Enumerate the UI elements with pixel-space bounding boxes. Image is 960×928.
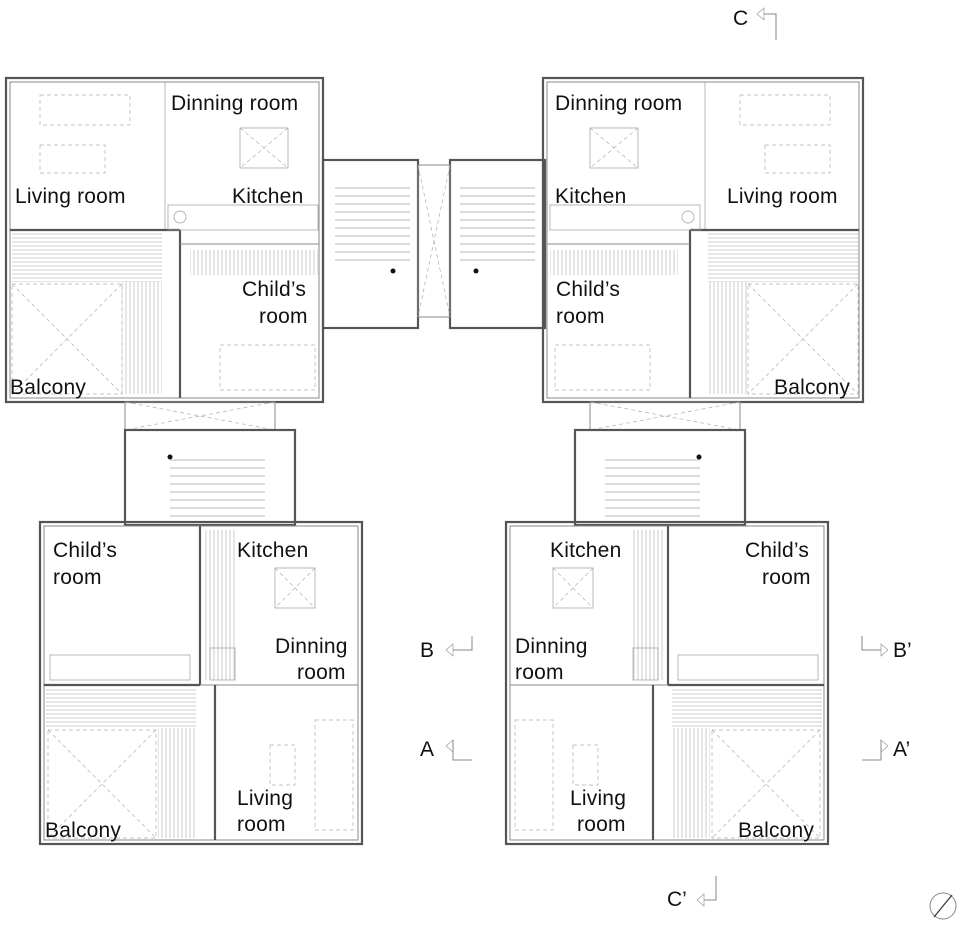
label-dining-room-line2: room xyxy=(515,661,564,684)
label-living-room-line2: room xyxy=(577,813,626,836)
label-childs-room-line1: Child’s xyxy=(556,278,620,301)
svg-text:C’: C’ xyxy=(667,888,687,911)
label-childs-room-line2: room xyxy=(762,566,811,589)
label-balcony: Balcony xyxy=(45,819,121,842)
label-dining-room-line2: room xyxy=(297,661,346,684)
label-living-room-line2: room xyxy=(237,813,286,836)
stair-core-top xyxy=(321,158,547,330)
label-childs-room-line1: Child’s xyxy=(53,539,117,562)
svg-text:B: B xyxy=(420,639,434,662)
north-arrow-icon xyxy=(929,892,957,920)
svg-text:B’: B’ xyxy=(893,639,912,662)
unit-bottom-right xyxy=(504,520,830,846)
section-mark-b-prime: B’ xyxy=(861,636,912,662)
stair-core-right xyxy=(573,401,747,527)
unit-top-right xyxy=(541,76,865,404)
stair-core-left xyxy=(123,401,297,527)
label-kitchen: Kitchen xyxy=(555,185,626,208)
section-mark-a-prime: A’ xyxy=(862,738,910,761)
label-balcony: Balcony xyxy=(10,376,86,399)
label-dining-room-line1: Dinning xyxy=(275,635,348,658)
label-childs-room-line2: room xyxy=(259,305,308,328)
svg-text:C: C xyxy=(733,7,748,30)
section-mark-c: C xyxy=(733,7,777,40)
label-dining-room-line1: Dinning xyxy=(515,635,588,658)
label-kitchen: Kitchen xyxy=(232,185,303,208)
label-kitchen: Kitchen xyxy=(550,539,621,562)
section-mark-a: A xyxy=(420,738,472,761)
label-childs-room-line2: room xyxy=(556,305,605,328)
label-dining-room: Dinning room xyxy=(555,92,682,115)
svg-text:A: A xyxy=(420,738,434,761)
label-balcony: Balcony xyxy=(774,376,850,399)
unit-bottom-left xyxy=(38,520,364,846)
label-living-room-line1: Living xyxy=(237,787,293,810)
label-balcony: Balcony xyxy=(738,819,814,842)
label-living-room: Living room xyxy=(15,185,126,208)
label-dining-room: Dinning room xyxy=(171,92,298,115)
unit-top-left xyxy=(4,76,325,404)
label-kitchen: Kitchen xyxy=(237,539,308,562)
label-living-room: Living room xyxy=(727,185,838,208)
label-childs-room-line2: room xyxy=(53,566,102,589)
label-childs-room-line1: Child’s xyxy=(242,278,306,301)
label-living-room-line1: Living xyxy=(570,787,626,810)
svg-text:A’: A’ xyxy=(893,738,910,761)
label-childs-room-line1: Child’s xyxy=(745,539,809,562)
section-mark-b: B xyxy=(420,636,473,662)
section-mark-c-prime: C’ xyxy=(667,876,717,911)
